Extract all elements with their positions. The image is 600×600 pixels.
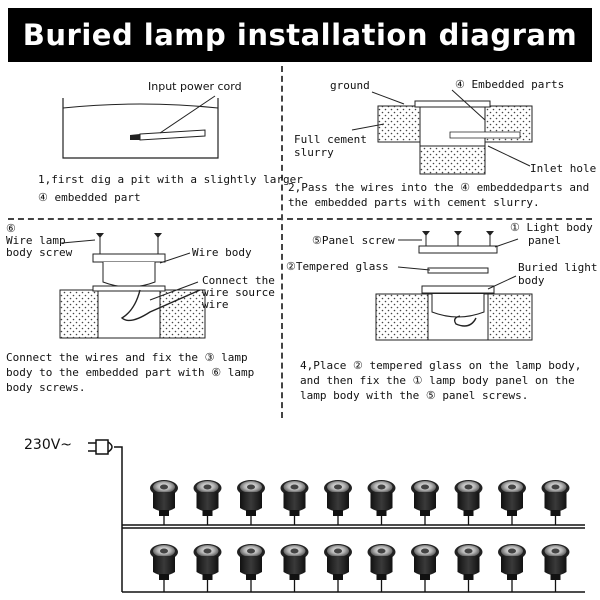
step4-text-line2: and then fix the ① lamp body panel on th… — [300, 374, 575, 387]
step1-text-line1: 1,first dig a pit with a slightly larger — [38, 173, 303, 186]
label-body-screw: body screw — [6, 246, 73, 259]
buried-lamp-icon — [280, 480, 309, 516]
label-connect-line3: wire — [202, 298, 229, 311]
panel1-drawing — [62, 95, 219, 159]
label-connect-line1: Connect the — [202, 274, 275, 287]
buried-lamp-icon — [411, 480, 439, 516]
label-wire-lamp: Wire lamp — [6, 234, 66, 247]
buried-lamp-icon — [367, 480, 396, 516]
buried-lamp-icon — [454, 480, 483, 516]
buried-lamp-icon — [324, 480, 352, 516]
buried-lamp-icon — [237, 544, 265, 580]
buried-lamp-icon — [237, 480, 265, 516]
label-inlet-hole: Inlet hole — [530, 162, 597, 175]
label-wire-body: Wire body — [192, 246, 252, 259]
step4-text-line3: lamp body with the ⑤ panel screws. — [300, 389, 529, 402]
step2-text-line2: the embedded parts with cement slurry. — [288, 196, 540, 209]
panel-divider-horizontal — [8, 218, 592, 220]
title-bar: Buried lamp installation diagram — [8, 8, 592, 62]
voltage-label: 230V~ — [24, 437, 73, 453]
panel-divider-vertical — [281, 66, 283, 418]
label-connect-line2: wire source — [202, 286, 275, 299]
label-panel-screw: ⑤Panel screw — [312, 234, 395, 247]
buried-lamp-icon — [498, 480, 526, 516]
buried-lamp-icon — [454, 544, 483, 580]
label-panel: panel — [528, 234, 562, 247]
buried-lamp-icon — [193, 480, 222, 516]
wiring-diagram — [88, 439, 585, 593]
label-light-body: ① Light body — [510, 221, 593, 234]
panel2-drawing — [351, 89, 533, 175]
label-tempered-glass: ②Tempered glass — [286, 260, 389, 273]
step3-text-line1: Connect the wires and fix the ③ lamp — [6, 351, 248, 364]
buried-lamp-icon — [150, 544, 178, 580]
power-plug-icon — [88, 439, 113, 455]
buried-lamp-icon — [498, 544, 526, 580]
label-circled-six: ⑥ — [6, 222, 16, 235]
label-ground: ground — [330, 79, 370, 92]
label-full-cement: Full cement — [294, 133, 367, 146]
label-buried-light: Buried light — [518, 261, 598, 274]
buried-lamp-icon — [541, 480, 570, 516]
buried-lamp-icon — [324, 544, 352, 580]
buried-lamp-icon — [280, 544, 309, 580]
step4-text-line1: 4,Place ② tempered glass on the lamp bod… — [300, 359, 582, 372]
step2-text-line1: 2,Pass the wires into the ④ embeddedpart… — [288, 181, 590, 194]
buried-lamp-icon — [541, 544, 570, 580]
step1-text-line2: ④ embedded part — [38, 191, 141, 204]
panel4-drawing — [375, 231, 533, 341]
label-body: body — [518, 274, 545, 287]
step3-text-line3: body screws. — [6, 381, 86, 394]
label-input-power-cord: Input power cord — [148, 80, 242, 93]
buried-lamp-icon — [150, 480, 178, 516]
lamp-array — [150, 480, 570, 592]
buried-lamp-icon — [367, 544, 396, 580]
label-slurry: slurry — [294, 146, 334, 159]
page-title: Buried lamp installation diagram — [22, 18, 578, 52]
buried-lamp-icon — [193, 544, 222, 580]
step3-text-line2: body to the embedded part with ⑥ lamp — [6, 366, 255, 379]
label-embedded-parts: ④ Embedded parts — [455, 78, 565, 91]
buried-lamp-icon — [411, 544, 439, 580]
panel3-drawing — [59, 233, 206, 339]
